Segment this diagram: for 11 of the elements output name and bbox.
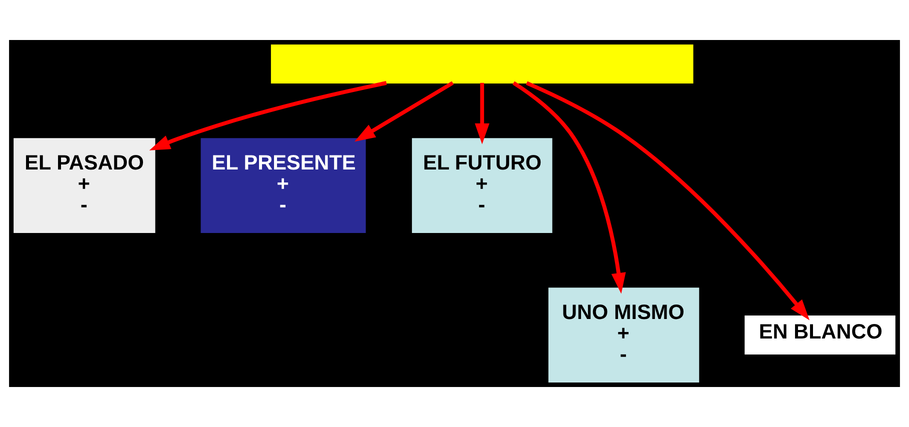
- node-box: EL PRESENTE + -: [200, 138, 366, 233]
- node-box: EN BLANCO: [744, 316, 896, 354]
- node-box: EL FUTURO + -: [412, 138, 552, 233]
- node-box: UNO MISMO + -: [548, 288, 700, 382]
- arrow: [354, 81, 454, 142]
- node-box: EL PASADO + -: [14, 138, 156, 233]
- node-box: [270, 44, 694, 84]
- arrow: [149, 81, 387, 150]
- arrow: [526, 81, 810, 320]
- arrow: [512, 81, 626, 294]
- arrow: [474, 82, 490, 144]
